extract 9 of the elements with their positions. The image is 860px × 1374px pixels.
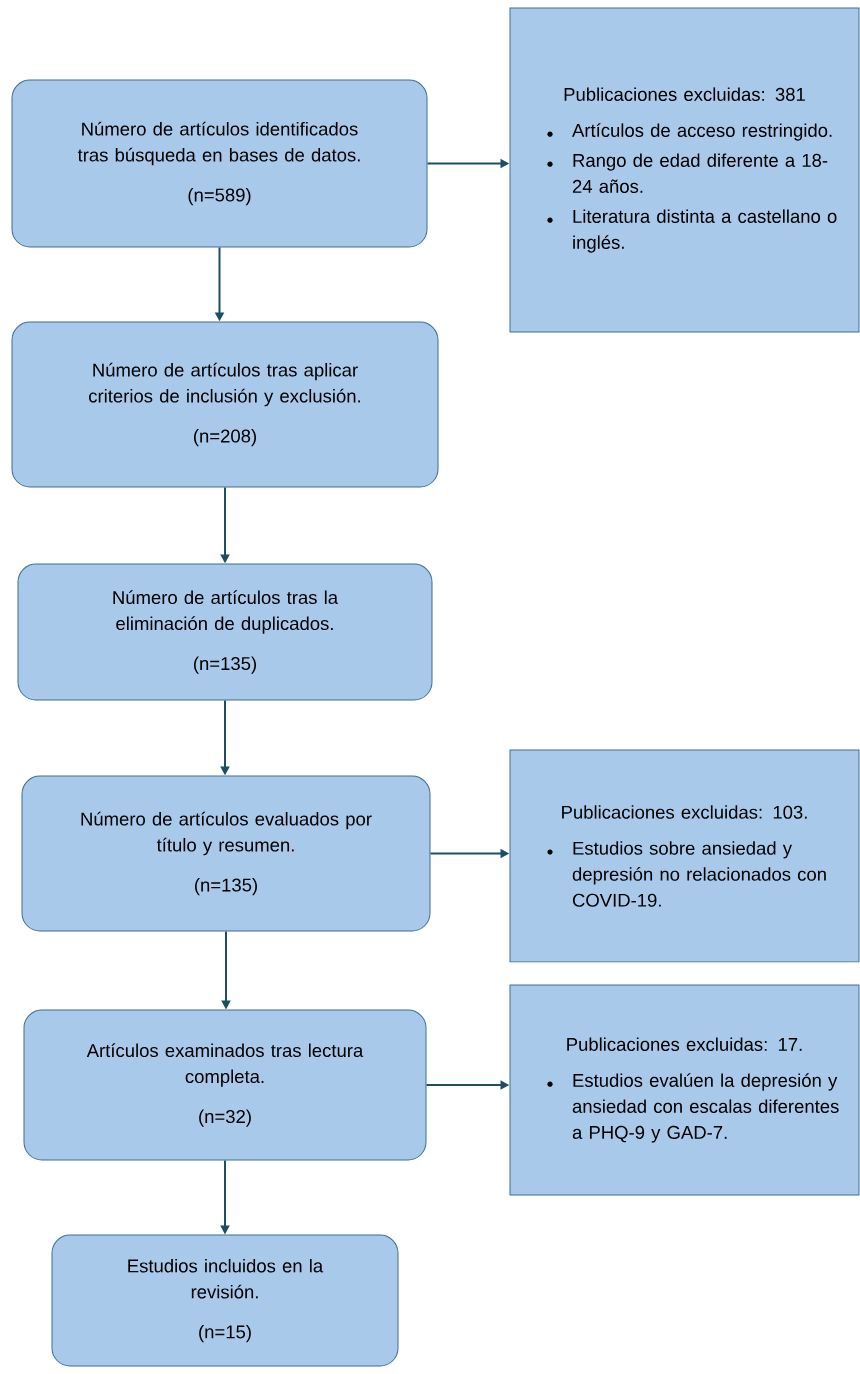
process-box: Número de artículos identificados tras búsqueda en bases de datos. (n=589) bbox=[11, 79, 428, 248]
process-box: Artículos examinados tras lectura completa. (n=32) bbox=[23, 1009, 427, 1161]
exclusion-box: Publicaciones excluidas: 17. Estudios evalúen la depresión y ansiedad con escalas diferentes a PHQ-9 y GAD-7. bbox=[509, 984, 860, 1196]
process-box: Número de artículos evaluados por título y resumen. (n=135) bbox=[21, 775, 431, 932]
exclusion-box: Publicaciones excluidas: 381 Artículos de acceso restringido. Rango de edad diferente a 18-24 años. Literatura distinta a castellano o inglés. bbox=[509, 7, 860, 333]
exclusion-box: Publicaciones excluidas: 103. Estudios sobre ansiedad y depresión no relacionados con COVID-19. bbox=[509, 749, 860, 963]
process-box: Estudios incluidos en la revisión. (n=15) bbox=[51, 1234, 399, 1367]
process-box: Número de artículos tras la eliminación de duplicados. (n=135) bbox=[17, 563, 433, 701]
process-box: Número de artículos tras aplicar criterios de inclusión y exclusión. (n=208) bbox=[11, 321, 439, 488]
